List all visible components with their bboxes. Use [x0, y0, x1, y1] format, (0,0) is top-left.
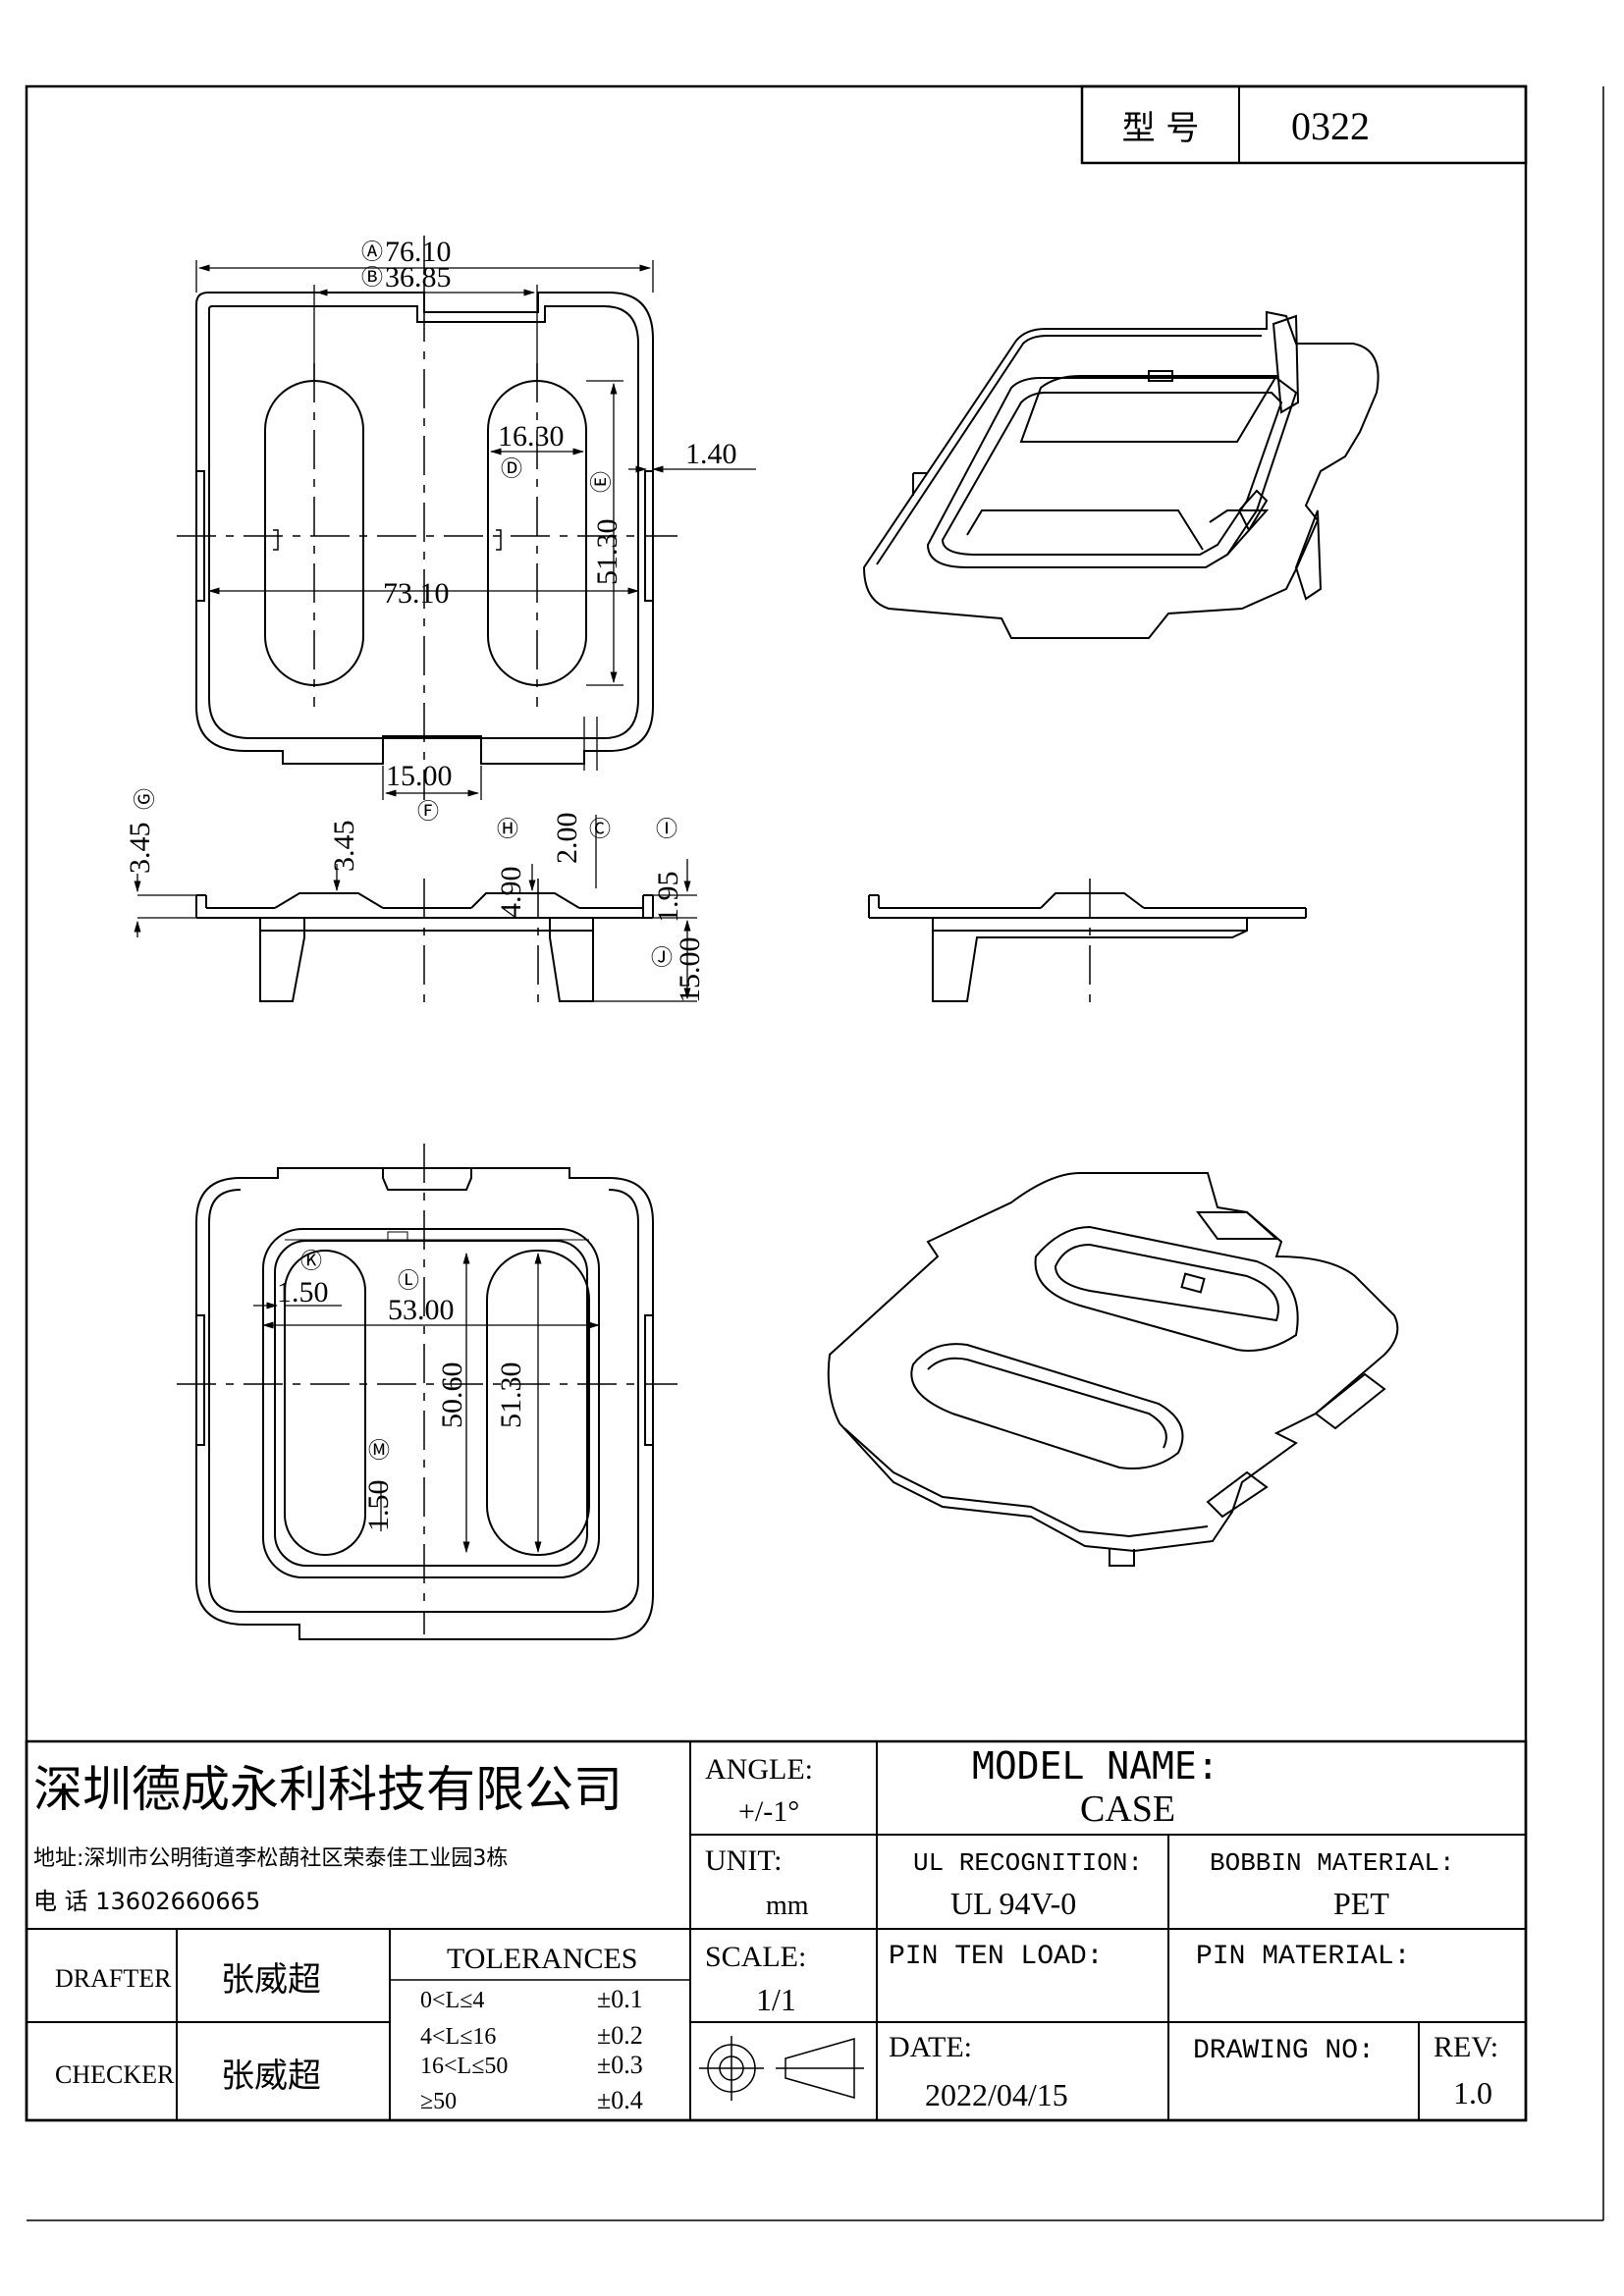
- scale-label: SCALE:: [705, 1941, 806, 1973]
- date-label: DATE:: [889, 2031, 972, 2063]
- model-name-label: MODEL NAME:: [972, 1744, 1219, 1788]
- unit-label: UNIT:: [705, 1844, 783, 1877]
- drafter-label: DRAFTER: [55, 1964, 172, 1993]
- company-name: 深圳德成永利科技有限公司: [33, 1761, 623, 1818]
- dim-g-value: 3.45: [124, 823, 156, 875]
- pin-ten-load-label: PIN TEN LOAD:: [889, 1942, 1103, 1972]
- dim-m-mark: Ⓜ: [368, 1438, 390, 1463]
- checker-label: CHECKER: [55, 2060, 175, 2089]
- model-number-label: 型 号: [1122, 109, 1200, 148]
- tolerance-range-4: ≥50: [420, 2089, 457, 2114]
- top-view-dimension-lines: [195, 260, 756, 800]
- drafter-value: 张威超: [221, 1960, 321, 2000]
- drawing-no-label: DRAWING NO:: [1193, 2036, 1375, 2066]
- company-phone: 电 话 13602660665: [33, 1888, 260, 1915]
- model-number-value: 0322: [1291, 104, 1370, 148]
- dim-b-mark: Ⓑ: [361, 265, 383, 290]
- dim-a-value: 76.10: [385, 236, 452, 268]
- scale-value: 1/1: [756, 1982, 796, 2017]
- title-block-grid: [25, 1739, 1528, 2122]
- dim-i-mark: Ⓘ: [656, 817, 677, 841]
- angle-value: +/-1°: [738, 1795, 799, 1828]
- isometric-view-top: [862, 310, 1380, 639]
- dim-f-value: 15.00: [386, 760, 453, 792]
- title-block-text: 深圳德成永利科技有限公司 地址:深圳市公明街道李松蓢社区荣泰佳工业园3栋 电 话…: [33, 1744, 1498, 2114]
- isometric-view-bottom: [827, 1172, 1399, 1567]
- side-view-small: [868, 892, 1307, 1002]
- bottom-view: [195, 1167, 654, 1640]
- rev-value: 1.0: [1453, 2075, 1492, 2110]
- dim-k-value: 1.50: [277, 1276, 329, 1308]
- dim-5130-value: 51.30: [495, 1362, 527, 1429]
- dim-g-mark: Ⓖ: [133, 788, 157, 810]
- tolerances-label: TOLERANCES: [447, 1943, 637, 1975]
- bottom-view-dimension-lines: [253, 1252, 601, 1554]
- dim-k-mark: Ⓚ: [300, 1249, 322, 1273]
- rev-label: REV:: [1434, 2031, 1498, 2063]
- model-name-value: CASE: [1080, 1789, 1175, 1830]
- ul-recognition-value: UL 94V-0: [950, 1886, 1076, 1921]
- dim-e-value: 51.30: [591, 519, 623, 586]
- side-view-centerlines: [423, 879, 539, 1011]
- tolerance-value-4: ±0.4: [597, 2086, 643, 2114]
- pin-material-label: PIN MATERIAL:: [1196, 1942, 1410, 1972]
- company-address: 地址:深圳市公明街道李松蓢社区荣泰佳工业园3栋: [33, 1846, 508, 1871]
- dim-d-value: 16.30: [498, 420, 565, 453]
- dim-f-mark: Ⓕ: [417, 799, 439, 824]
- tolerance-range-1: 0<L≤4: [420, 1988, 484, 2013]
- dim-h-value: 4.90: [495, 867, 527, 919]
- angle-label: ANGLE:: [705, 1753, 813, 1786]
- tolerance-value-2: ±0.2: [597, 2021, 643, 2050]
- bobbin-material-label: BOBBIN MATERIAL:: [1210, 1848, 1455, 1878]
- dim-c-mark: Ⓒ: [589, 817, 611, 841]
- tolerance-value-3: ±0.3: [597, 2051, 643, 2079]
- projection-symbol: [699, 2036, 864, 2101]
- bottom-view-centerlines: [177, 1144, 677, 1634]
- top-view-labels: Ⓐ 76.10 Ⓑ 36.85 16.30 Ⓓ 1.40 73.10 15.00…: [361, 236, 737, 824]
- tolerance-value-1: ±0.1: [597, 1985, 643, 2013]
- model-number-box: 型 号 0322: [1080, 84, 1528, 165]
- dim-a-mark: Ⓐ: [361, 240, 383, 264]
- top-view-centerlines: [177, 236, 677, 800]
- dim-b-value: 36.85: [385, 261, 452, 294]
- date-value: 2022/04/15: [925, 2077, 1068, 2112]
- dim-l-value: 53.00: [388, 1294, 455, 1326]
- dim-j-mark: Ⓙ: [651, 945, 673, 970]
- dim-i-value: 1.95: [652, 872, 684, 924]
- dim-d-mark: Ⓓ: [501, 456, 522, 481]
- side-view-dimension-lines: [134, 815, 697, 1002]
- unit-value: mm: [766, 1891, 809, 1921]
- dim-l-mark: Ⓛ: [398, 1268, 419, 1293]
- checker-value: 张威超: [221, 2056, 321, 2096]
- tolerance-range-3: 16<L≤50: [420, 2054, 508, 2079]
- tolerance-range-2: 4<L≤16: [420, 2024, 496, 2050]
- dim-e-mark: Ⓔ: [589, 471, 614, 493]
- dim-5060-value: 50.60: [436, 1362, 468, 1429]
- dim-tab-value: 1.40: [685, 438, 737, 470]
- dim-j-value: 15.00: [674, 937, 706, 1004]
- dim-m-value: 1.50: [362, 1480, 395, 1532]
- dim-inner-width-value: 73.10: [383, 577, 450, 610]
- bobbin-material-value: PET: [1333, 1886, 1389, 1921]
- ul-recognition-label: UL RECOGNITION:: [913, 1848, 1143, 1878]
- side-view-labels: 3.45 Ⓖ 3.45 4.90 Ⓗ 2.00 Ⓒ 1.95 Ⓘ 15.00 Ⓙ: [124, 788, 706, 1003]
- bottom-view-labels: Ⓚ 1.50 Ⓛ 53.00 50.60 51.30 Ⓜ 1.50: [277, 1249, 527, 1531]
- dim-side-345-value: 3.45: [328, 821, 360, 873]
- dim-c-value: 2.00: [551, 813, 583, 865]
- dim-h-mark: Ⓗ: [497, 817, 518, 841]
